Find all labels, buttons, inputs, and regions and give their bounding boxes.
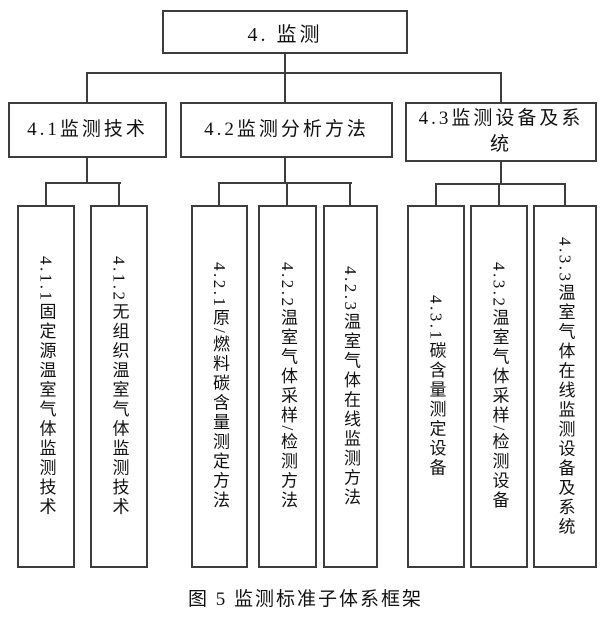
node-label: 4.2监测分析方法 bbox=[204, 119, 369, 141]
connector-line bbox=[118, 182, 120, 205]
node-4-2-analysis-methods: 4.2监测分析方法 bbox=[180, 102, 393, 158]
node-4-3-1-carbon-content-equipment: 4.3.1碳含量测定设备 bbox=[407, 205, 465, 568]
connector-line bbox=[86, 72, 502, 74]
connector-line bbox=[45, 182, 47, 205]
node-4-1-1-fixed-source-monitoring: 4.1.1固定源温室气体监测技术 bbox=[17, 205, 75, 568]
figure-caption: 图 5 监测标准子体系框架 bbox=[187, 589, 423, 610]
node-label: 4.2.2温室气体采样/检测方法 bbox=[278, 262, 297, 511]
node-4-3-equipment-systems: 4.3监测设备及系统 bbox=[405, 102, 597, 162]
connector-line bbox=[500, 162, 502, 183]
node-label: 4.1.1固定源温室气体监测技术 bbox=[36, 256, 56, 517]
node-4-3-3-online-monitoring-equipment: 4.3.3温室气体在线监测设备及系统 bbox=[533, 205, 597, 568]
node-label: 4.2.3温室气体在线监测方法 bbox=[341, 265, 360, 508]
connector-line bbox=[218, 182, 352, 184]
node-label: 4. 监测 bbox=[247, 23, 323, 46]
connector-line bbox=[86, 72, 88, 102]
connector-line bbox=[500, 72, 502, 102]
connector-line bbox=[45, 182, 121, 184]
connector-line bbox=[86, 158, 88, 183]
connector-line bbox=[286, 182, 288, 205]
connector-line bbox=[498, 183, 500, 205]
connector-line bbox=[218, 182, 220, 205]
node-root-monitoring: 4. 监测 bbox=[162, 10, 408, 54]
node-4-3-2-sampling-detection-equipment: 4.3.2温室气体采样/检测设备 bbox=[470, 205, 528, 568]
node-4-1-monitoring-technology: 4.1监测技术 bbox=[8, 102, 167, 158]
node-label: 4.1.2无组织温室气体监测技术 bbox=[109, 256, 129, 517]
node-label: 4.3.2温室气体采样/检测设备 bbox=[489, 262, 509, 511]
node-4-2-1-carbon-content-method: 4.2.1原/燃料碳含量测定方法 bbox=[191, 205, 248, 568]
node-label: 4.3.3温室气体在线监测设备及系统 bbox=[555, 236, 575, 537]
node-4-2-2-sampling-detection-method: 4.2.2温室气体采样/检测方法 bbox=[258, 205, 317, 568]
connector-line bbox=[435, 183, 437, 205]
connector-line bbox=[284, 158, 286, 183]
node-label: 4.3.1碳含量测定设备 bbox=[426, 295, 446, 478]
connector-line bbox=[349, 182, 351, 205]
connector-line bbox=[564, 183, 566, 205]
node-label: 4.2.1原/燃料碳含量测定方法 bbox=[210, 262, 229, 511]
node-4-1-2-fugitive-monitoring: 4.1.2无组织温室气体监测技术 bbox=[90, 205, 148, 568]
node-label: 4.1监测技术 bbox=[27, 119, 148, 141]
connector-line bbox=[284, 53, 286, 73]
connector-line bbox=[284, 72, 286, 102]
node-4-2-3-online-monitoring-method: 4.2.3温室气体在线监测方法 bbox=[323, 205, 378, 568]
node-label: 4.3监测设备及系统 bbox=[418, 108, 584, 155]
connector-line bbox=[435, 183, 566, 185]
